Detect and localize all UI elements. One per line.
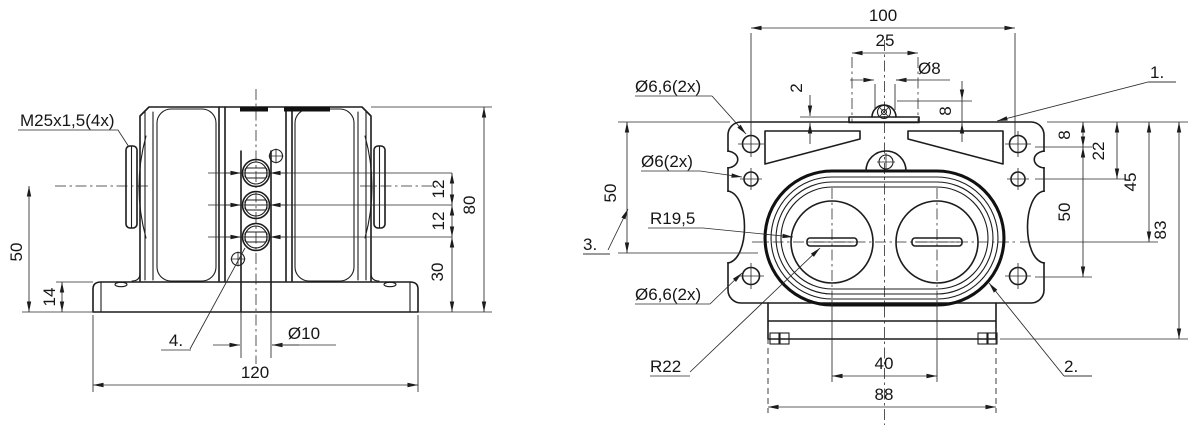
obround-ring-2 [775, 181, 994, 295]
grounding-lug [848, 104, 920, 124]
dim-83-label: 83 [1151, 221, 1170, 240]
under-body-clips [769, 332, 998, 345]
note-3-label: 3. [583, 235, 597, 254]
right-lobe [294, 108, 355, 282]
dim-30-label: 30 [428, 263, 447, 282]
left-lobe [156, 108, 217, 282]
notch-erase [1040, 152, 1048, 167]
cable-gland-left-detail [130, 135, 147, 239]
dim-50-label: 50 [7, 243, 26, 262]
dim-50-left-label: 50 [601, 184, 620, 203]
screw-cross [268, 148, 284, 164]
note-2-label: 2. [1064, 357, 1078, 376]
thread-callout-label: M25x1,5(4x) [20, 111, 114, 130]
center-column-edges [218, 106, 293, 282]
note-4-label: 4. [169, 331, 183, 350]
lug-screw-cross [879, 107, 889, 117]
callout-dia6-label: Ø6(2x) [641, 152, 693, 171]
dim-dia10-label: Ø10 [288, 324, 320, 343]
bore-circle-left [790, 200, 874, 284]
cable-gland-right-detail [364, 135, 381, 239]
lug-screw-inner [880, 108, 888, 116]
notch-erase [724, 192, 732, 262]
dim-8-right-label: 8 [1055, 130, 1074, 139]
lug-bar [848, 116, 920, 124]
label-underlines [583, 81, 1176, 377]
lug-dome [871, 104, 897, 118]
boss-top-tab [865, 150, 907, 172]
screw-upper [268, 148, 284, 164]
key-slot-right [911, 237, 963, 247]
dim-80-label: 80 [460, 196, 479, 215]
body-inner-edges [144, 110, 367, 281]
lug-screw-outer [876, 104, 892, 120]
edge-notches [727, 150, 1045, 264]
terminal-row-lines [208, 172, 452, 238]
callout-r195-label: R19,5 [650, 209, 695, 228]
key-slot-left [806, 237, 858, 247]
dim-40-label: 40 [875, 354, 894, 373]
base-boss-left [114, 281, 128, 288]
terminal-row-arrows [224, 170, 288, 240]
dim-120-label: 120 [241, 363, 269, 382]
rib-wedge-right [907, 130, 1004, 165]
dim-88-hidden-extensions [767, 328, 997, 413]
notch-erase [1040, 192, 1048, 262]
dim-14-label: 14 [40, 288, 59, 307]
rib-wedge-left [764, 130, 861, 165]
base-plate-outline [92, 281, 419, 313]
thread-callout-leader [18, 129, 130, 148]
dim-2-label: 2 [787, 83, 806, 92]
mount-holes [738, 131, 1031, 289]
base-plate-edges [100, 272, 411, 313]
top-view: 100 25 Ø8 2 8 Ø6,6(2x) Ø6(2x) R19,5 3. Ø… [583, 6, 1188, 425]
under-body-outline [767, 302, 997, 340]
base-boss-right [383, 281, 397, 288]
obround-ring-1 [770, 176, 999, 300]
dim-50-right-label: 50 [1055, 203, 1074, 222]
callout-dia66-bottom-label: Ø6,6(2x) [635, 285, 701, 304]
dim-8-lug-label: 8 [936, 106, 955, 115]
dim-25-label: 25 [876, 31, 895, 50]
front-extension-lines [22, 106, 492, 392]
dim-dia8-label: Ø8 [918, 59, 941, 78]
bore-circle-right [895, 200, 979, 284]
callout-dia66-top-label: Ø6,6(2x) [635, 77, 701, 96]
dim-22-label: 22 [1089, 142, 1108, 161]
slot-faces [240, 150, 272, 313]
top-gasket-strip-right [284, 107, 330, 112]
top-extension-lines [618, 33, 1188, 382]
hole-crosshairs [738, 131, 1031, 289]
dim-45-label: 45 [1121, 173, 1140, 192]
boss-tab-crosshair [877, 153, 895, 171]
top-gasket-strip-left [240, 107, 268, 112]
callout-leaders [583, 81, 1176, 377]
dim-100-label: 100 [869, 6, 897, 25]
dim-88-label: 88 [875, 385, 894, 404]
screw-lower [230, 251, 246, 267]
note-1-label: 1. [1150, 63, 1164, 82]
notch-erase [724, 152, 732, 167]
dim-12-upper-label: 12 [429, 180, 448, 199]
front-view: M25x1,5(4x) 4. 50 14 12 12 30 80 Ø10 120 [7, 89, 492, 392]
obround-ring-3 [780, 186, 989, 290]
top-centerlines [752, 40, 1016, 425]
callout-r22-label: R22 [650, 357, 681, 376]
screw-cross [230, 251, 246, 267]
dim-12-lower-label: 12 [429, 212, 448, 231]
note4-leader [161, 247, 246, 351]
